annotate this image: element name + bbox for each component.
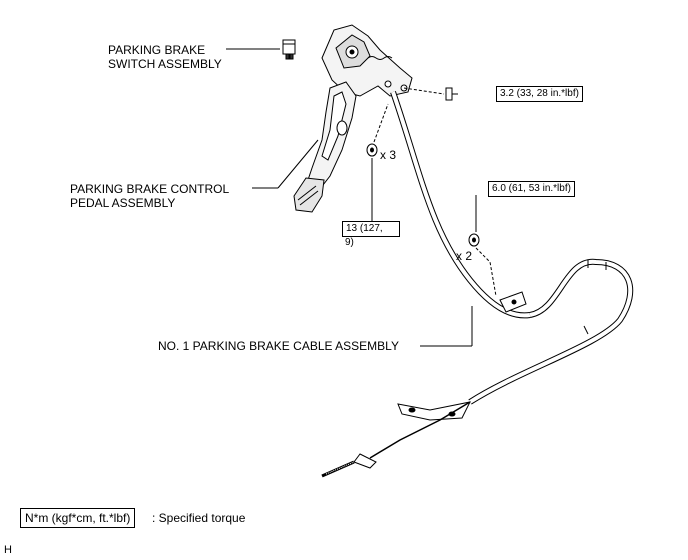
switch-label: PARKING BRAKE SWITCH ASSEMBLY bbox=[108, 43, 222, 71]
pedal-nut-torque-line2: 9) bbox=[345, 237, 354, 248]
bolt-dashed-line bbox=[403, 87, 445, 95]
pedal-nut-torque: 13 (127, bbox=[342, 221, 400, 237]
pedal-nut-dashed-line bbox=[373, 103, 389, 143]
switch-label-line1: PARKING BRAKE bbox=[108, 43, 206, 57]
pedal-leader-diag bbox=[277, 139, 319, 189]
pedal-nut-torque-line1: 13 (127, bbox=[346, 223, 383, 234]
legend-unit-box: N*m (kgf*cm, ft.*lbf) bbox=[20, 508, 136, 528]
pedal-label-line1: PARKING BRAKE CONTROL bbox=[70, 182, 230, 196]
legend-description: : Specified torque bbox=[152, 511, 246, 525]
pedal-nut-quantity: x 3 bbox=[380, 148, 397, 162]
switch-label-line2: SWITCH ASSEMBLY bbox=[108, 57, 222, 71]
pedal-nut bbox=[366, 143, 378, 157]
bolt bbox=[445, 87, 458, 101]
cable-nut-torque: 6.0 (61, 53 in.*lbf) bbox=[488, 181, 575, 197]
cable-nut bbox=[468, 233, 480, 247]
parking-brake-switch bbox=[282, 39, 296, 60]
cable-nut-quantity: x 2 bbox=[456, 249, 473, 263]
cable-nut-dashed-line bbox=[475, 247, 497, 297]
illustration-code: H bbox=[4, 544, 12, 556]
parking-brake-cable bbox=[321, 91, 634, 478]
pedal-label: PARKING BRAKE CONTROL PEDAL ASSEMBLY bbox=[70, 182, 229, 210]
cable-label: NO. 1 PARKING BRAKE CABLE ASSEMBLY bbox=[158, 339, 399, 353]
pedal-label-line2: PEDAL ASSEMBLY bbox=[70, 196, 176, 210]
parking-brake-pedal bbox=[293, 24, 413, 213]
bolt-torque: 3.2 (33, 28 in.*lbf) bbox=[496, 86, 583, 102]
